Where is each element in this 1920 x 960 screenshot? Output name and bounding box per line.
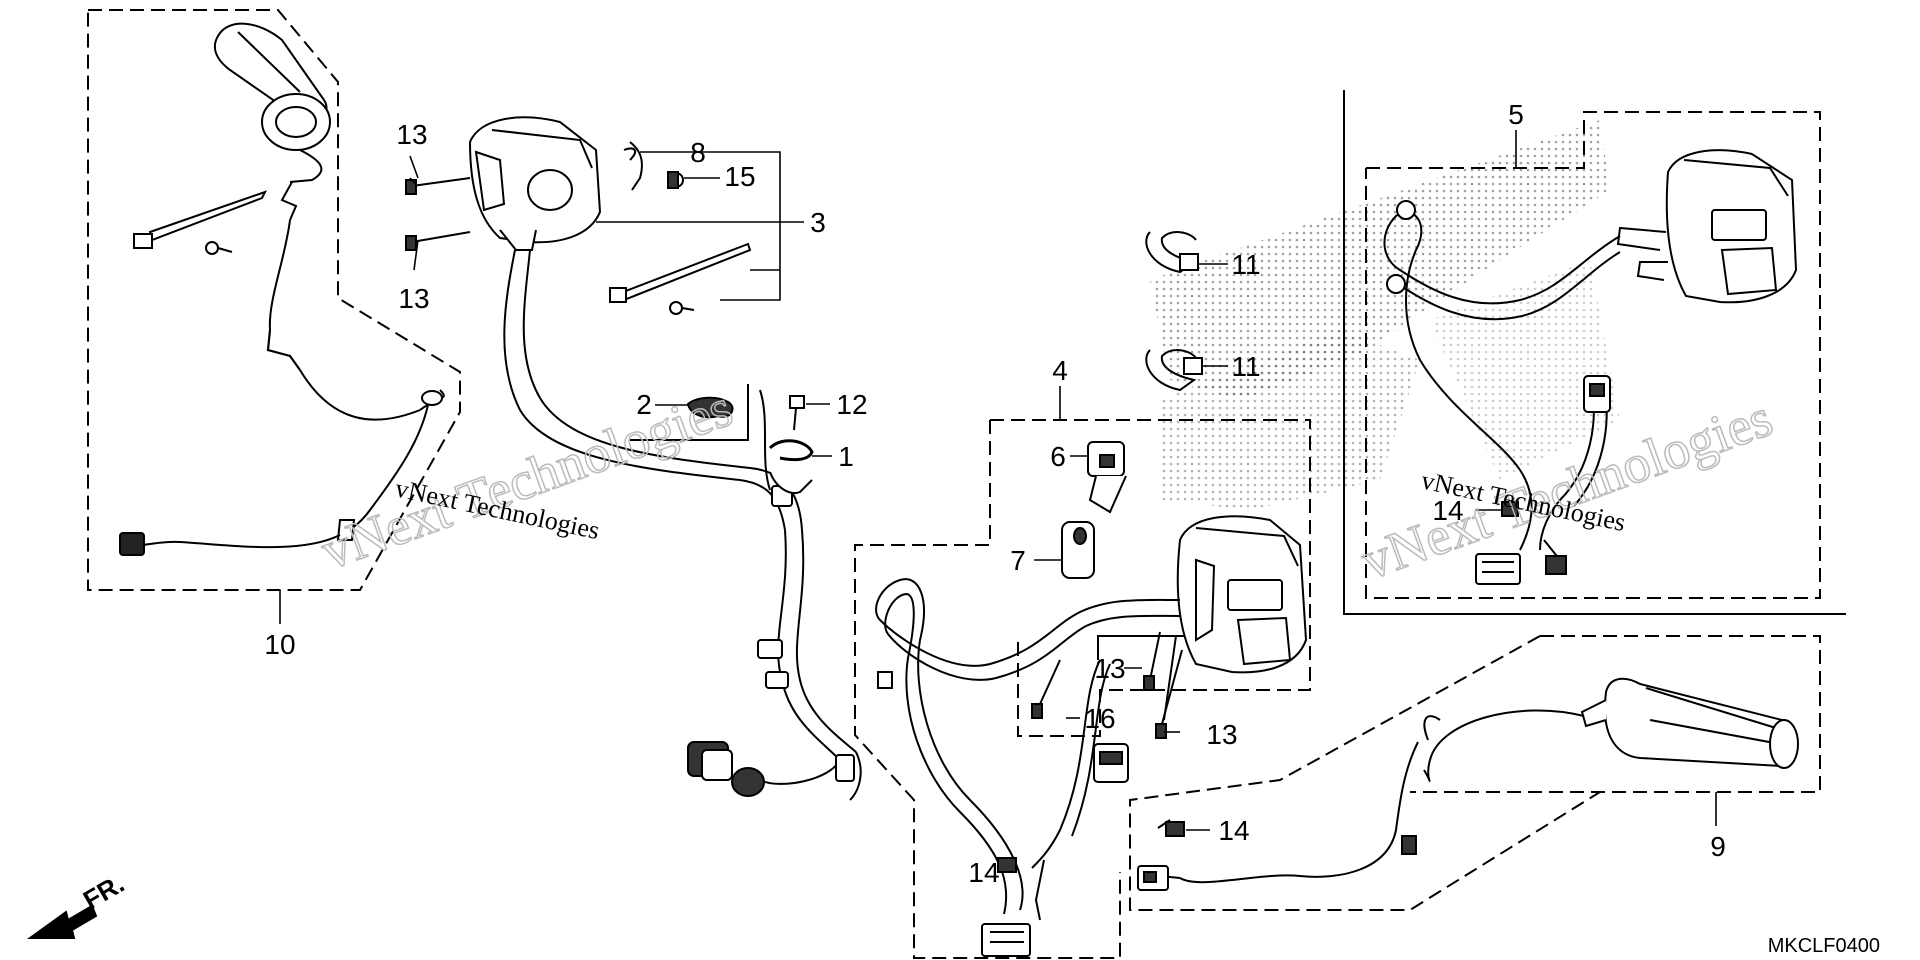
leader-lines-group9: [1186, 792, 1717, 831]
dot-shading-right: [1430, 260, 1620, 480]
callout-15: 15: [724, 161, 755, 192]
callout-6: 6: [1050, 441, 1066, 472]
leader-lines-group5: [1476, 130, 1517, 511]
left-handlebar-switch: [468, 116, 602, 251]
watermark-text: vNext Technologies: [314, 377, 740, 581]
right-switch-4: [1176, 515, 1308, 674]
dot-shading-upper: [1150, 120, 1610, 400]
callout-8: 8: [690, 137, 706, 168]
front-marker-label: FR.: [78, 868, 129, 915]
front-direction-arrow-icon: [26, 904, 98, 939]
callout-13: 13: [396, 119, 427, 150]
callout-2: 2: [636, 389, 652, 420]
callout-7: 7: [1010, 545, 1026, 576]
callout-1: 1: [838, 441, 854, 472]
right-switch-5: [1616, 149, 1798, 304]
leader-lines-left: [279, 151, 832, 624]
leader-lines-group4: [1000, 386, 1180, 873]
part-2-box: [630, 384, 749, 441]
leader-lines-11: [1198, 263, 1228, 367]
callout-13: 13: [1094, 653, 1125, 684]
group-5-box: [1365, 111, 1821, 599]
callout-5: 5: [1508, 99, 1524, 130]
callout-13: 13: [1206, 719, 1237, 750]
callout-13: 13: [398, 283, 429, 314]
group-10-box: [87, 9, 461, 591]
callout-14: 14: [1218, 815, 1249, 846]
callout-14: 14: [1432, 495, 1463, 526]
callouts: 13 13 8 15 3 2 12 1 10 11 11 4 6 7 13 16…: [264, 99, 1725, 888]
right-grip-heater: [1580, 677, 1799, 769]
right-grip-parts: [1137, 819, 1417, 891]
callout-10: 10: [264, 629, 295, 660]
clamp-11-upper: [1145, 231, 1199, 274]
callout-14: 14: [968, 857, 999, 888]
callout-9: 9: [1710, 831, 1726, 862]
callout-4: 4: [1052, 355, 1068, 386]
group-4-box: [854, 419, 1311, 959]
group-5-frame: [1343, 90, 1846, 615]
right-switch-5-parts: [1386, 200, 1611, 585]
right-switch-4-parts: [877, 441, 1183, 957]
callout-11: 11: [1231, 249, 1260, 280]
callout-16: 16: [1084, 703, 1115, 734]
group-9-box: [1129, 635, 1821, 911]
callout-12: 12: [836, 389, 867, 420]
right-switch-4-harness: [875, 578, 1181, 921]
callout-3: 3: [810, 207, 826, 238]
callout-11: 11: [1231, 351, 1260, 382]
diagram-code: MKCLF0400: [1768, 935, 1880, 957]
left-grip-heater: [119, 22, 445, 556]
left-switch-small-parts: [405, 141, 814, 494]
